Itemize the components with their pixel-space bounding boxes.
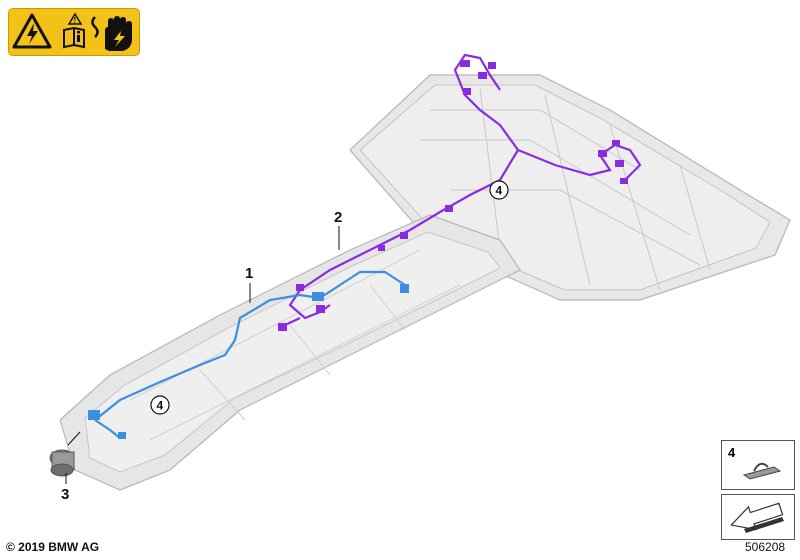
clip-lower-label: 4: [157, 399, 164, 413]
svg-text:!: !: [74, 16, 77, 25]
circled-callout-clip-lower: 4: [150, 395, 170, 415]
legend-clip-box: 4: [721, 440, 795, 490]
no-touch-hand-icon: [91, 16, 132, 51]
harness-purple-connectors: [278, 60, 628, 331]
circled-callout-clip-upper: 4: [489, 180, 509, 200]
copyright-text: © 2019 BMW AG: [6, 540, 100, 554]
high-voltage-warning-icon: [12, 13, 52, 49]
grommet-part-3: [49, 449, 75, 477]
warning-label: !: [8, 8, 140, 56]
battery-tray: [59, 74, 791, 491]
leader-lines: [65, 226, 340, 484]
harness-blue: [94, 270, 406, 439]
legend-arrow-box: [721, 494, 795, 540]
cable-clip-icon: [742, 462, 782, 480]
read-manual-icon: !: [63, 12, 85, 49]
image-number: 506208: [745, 540, 786, 554]
clip-upper-label: 4: [496, 184, 503, 198]
legend-clip-number: 4: [728, 445, 736, 460]
callout-part-1: 1: [245, 265, 253, 282]
callout-part-3: 3: [61, 486, 69, 503]
callout-part-2: 2: [334, 209, 342, 226]
harness-blue-connectors: [88, 284, 409, 439]
direction-arrow-icon: [730, 502, 784, 533]
